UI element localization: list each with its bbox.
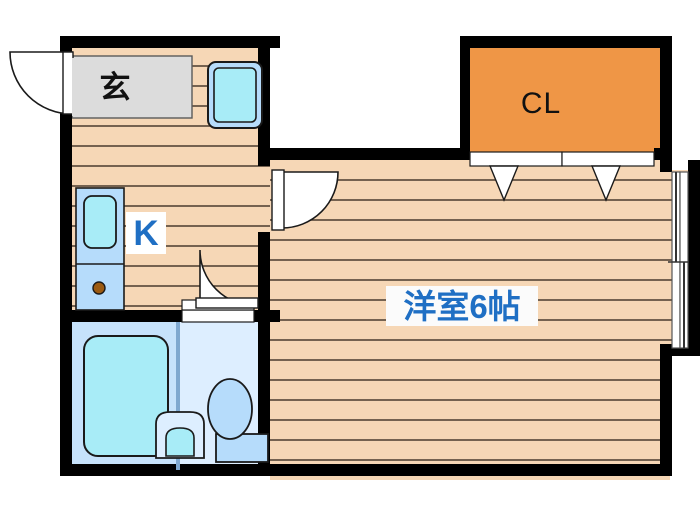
kitchen-door-panel [195,297,259,309]
wall-main-bottom [258,464,672,476]
wall-closet-left [460,36,470,160]
wall-closet-right [660,36,672,160]
washbasin-bowl [83,195,117,249]
closet-label: CL [520,87,562,120]
washbasin-unit [75,187,125,311]
room-door-swing-arc [281,171,339,229]
bathtub-shape [83,335,169,457]
closet-sliding-doors[interactable] [469,151,655,202]
balcony-window[interactable] [668,171,689,349]
closet-open-marker-right [590,165,622,202]
main-room-label: 洋室6帖 [386,286,538,326]
kitchen-sink-basin-inner [213,67,257,123]
toilet-bowl [207,378,253,440]
bathroom-door-opening [181,309,255,323]
bathtub [83,335,169,457]
wall-main-top-left [270,148,466,160]
wall-right-of-kitchen [258,232,270,476]
wall-bath-divider [176,322,180,470]
closet-door-panel-right [561,151,655,167]
wall-top-left [60,36,280,48]
lavatory-basin [155,411,205,459]
wall-balcony-outer [688,160,700,356]
wall-left-outer [60,36,72,476]
kitchen-label: K [126,212,166,254]
wall-right-upper-nub [660,160,672,172]
kitchen-sink [207,61,263,129]
closet-open-marker-left [488,165,520,202]
toilet [207,378,269,463]
room-door-panel [271,169,285,231]
closet-door-panel-left [469,151,563,167]
floor-drain-icon [92,281,106,295]
lavatory-bowl [165,427,195,457]
closet-area [465,45,667,153]
wall-closet-bottom-right [654,148,672,160]
hall-to-room-door[interactable] [271,169,339,231]
kitchen-to-hall-door[interactable] [195,249,259,309]
wall-right-lower [660,344,672,476]
wall-bottom-left [60,464,280,476]
genkan-label: 玄 [72,58,158,116]
entrance-door[interactable] [9,51,74,115]
wall-closet-top [460,36,672,48]
wall-closet-bottom-left [460,148,470,160]
